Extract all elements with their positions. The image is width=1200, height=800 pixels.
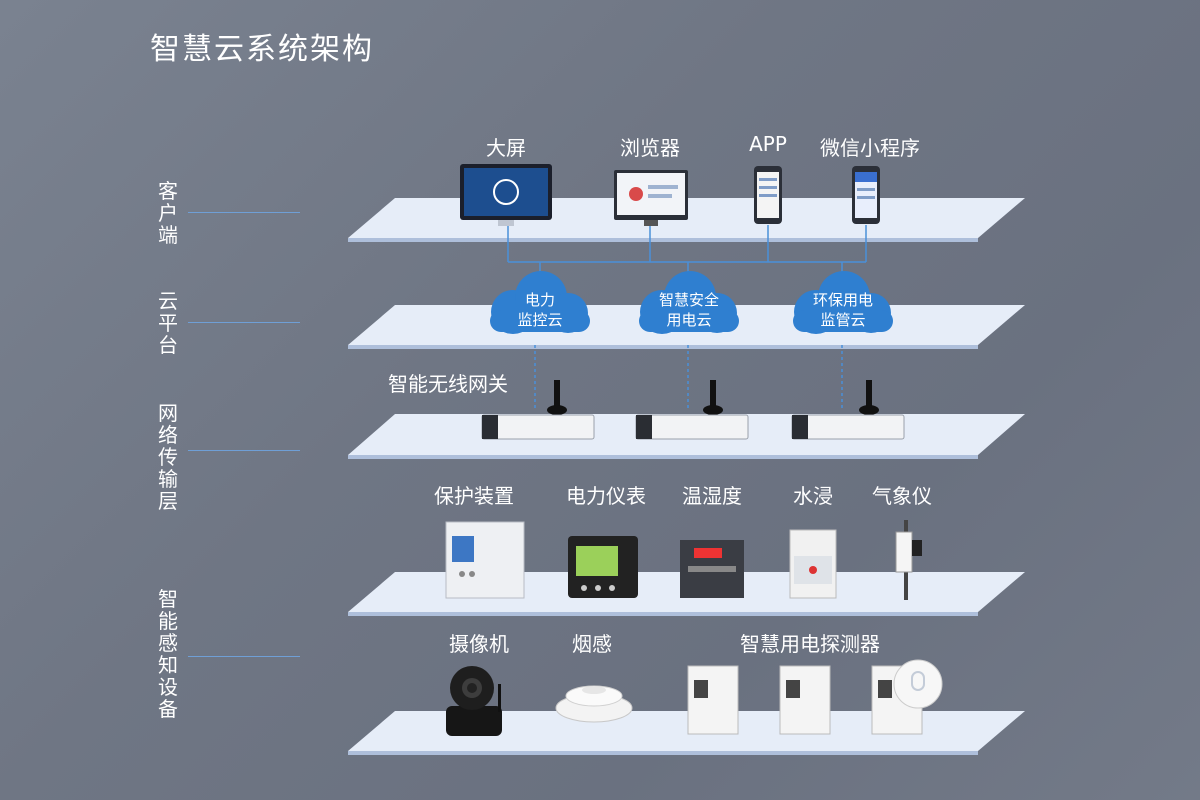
power-meter-icon <box>568 536 638 598</box>
layer-label-network: 网络传输层 <box>158 401 178 513</box>
electric-detector-icon-2 <box>779 665 831 735</box>
cloud-text-2: 智慧安全 用电云 <box>644 290 734 330</box>
layer-connector-network <box>188 450 300 451</box>
device-label-electric-detector: 智慧用电探测器 <box>740 632 880 656</box>
smoke-detector-icon <box>555 685 633 723</box>
cloud-text-1: 电力 监控云 <box>495 290 585 330</box>
layer-label-sensing: 智能感知设备 <box>158 587 178 721</box>
cloud-3-line1: 环保用电 <box>812 291 873 309</box>
client-label-browser: 浏览器 <box>620 136 680 160</box>
layer-label-client: 客户端 <box>158 179 178 247</box>
gateway-3 <box>791 380 905 440</box>
device-label-water: 水浸 <box>793 484 833 508</box>
protection-device-icon <box>445 521 525 599</box>
page-title: 智慧云系统架构 <box>150 32 374 67</box>
client-label-large-screen: 大屏 <box>486 136 526 160</box>
weather-station-icon <box>895 520 922 600</box>
device-label-weather: 气象仪 <box>872 484 932 508</box>
cloud-text-3: 环保用电 监管云 <box>798 290 888 330</box>
cloud-3-line2: 监管云 <box>820 311 866 329</box>
device-label-power-meter: 电力仪表 <box>566 484 646 508</box>
large-screen-icon <box>460 164 552 226</box>
phone-icon-miniprogram <box>852 166 880 224</box>
cloud-1 <box>490 271 590 334</box>
platform-sensing-2 <box>348 711 1025 755</box>
gateway-label: 智能无线网关 <box>388 372 508 396</box>
cloud-2-line2: 用电云 <box>666 311 712 329</box>
cloud-1-line2: 监控云 <box>517 311 563 329</box>
device-label-temp-humidity: 温湿度 <box>682 484 742 508</box>
camera-icon <box>446 666 502 736</box>
layer-label-cloud: 云平台 <box>158 289 178 357</box>
device-label-smoke: 烟感 <box>572 632 612 656</box>
monitor-icon <box>614 170 688 226</box>
gateway-devices <box>481 380 905 440</box>
cloud-2 <box>639 271 739 334</box>
cloud-gateway-lines <box>534 345 843 410</box>
device-label-protection: 保护装置 <box>434 484 514 508</box>
client-label-miniprogram: 微信小程序 <box>820 136 920 160</box>
client-label-app: APP <box>749 132 787 156</box>
cloud-shapes <box>490 271 893 334</box>
device-label-camera: 摄像机 <box>449 632 509 656</box>
phone-icon-app <box>754 166 782 224</box>
layer-connector-cloud <box>188 322 300 323</box>
layer-connector-client <box>188 212 300 213</box>
gateway-2 <box>635 380 749 440</box>
water-sensor-icon <box>789 529 837 599</box>
layer-connector-sensing <box>188 656 300 657</box>
cloud-2-line1: 智慧安全 <box>658 291 719 309</box>
temp-humidity-icon <box>680 540 744 598</box>
cloud-1-line1: 电力 <box>524 291 555 309</box>
cloud-3 <box>793 271 893 334</box>
electric-detector-icon-1 <box>687 665 739 735</box>
electric-detector-icon-3 <box>871 659 943 735</box>
gateway-1 <box>481 380 595 440</box>
